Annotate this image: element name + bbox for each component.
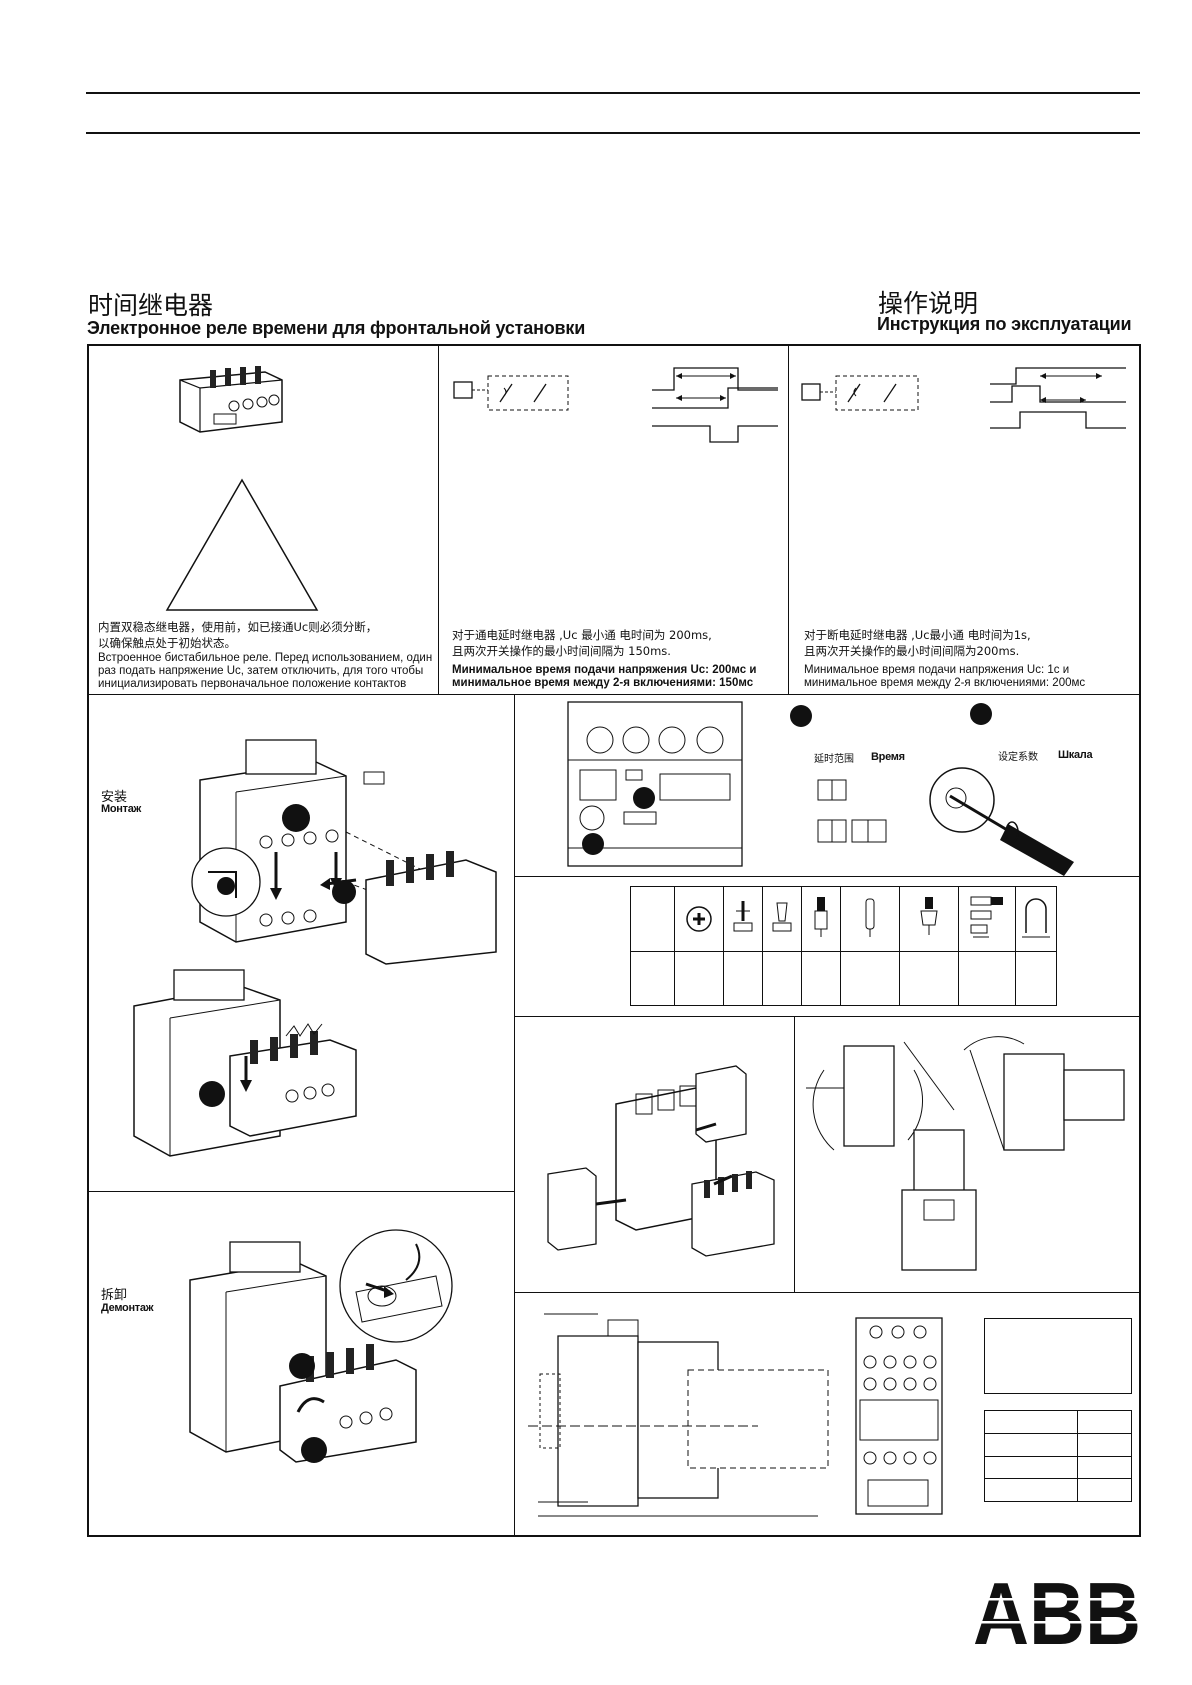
divider xyxy=(794,1016,795,1292)
warning-triangle xyxy=(165,478,319,611)
scale-label-cn: 设定系数 xyxy=(998,752,1038,763)
on-delay-timing-diagram xyxy=(652,367,778,443)
abb-logo: ABB xyxy=(972,1564,1142,1663)
time-range-label-cn: 延时范围 xyxy=(814,754,854,765)
bistable-note-cn-2: 以确保触点处于初始状态。 xyxy=(98,636,236,650)
table-cell xyxy=(984,1432,1078,1457)
table-cell xyxy=(1077,1410,1132,1434)
table-cell xyxy=(899,950,959,1007)
manual-title-ru: Инструкция по эксплуатации xyxy=(877,314,1132,334)
table-cell xyxy=(840,886,900,952)
divider xyxy=(514,694,515,1537)
table-cell xyxy=(840,950,900,1007)
multi-wire-icon xyxy=(970,896,1003,938)
time-range-label-ru: Время xyxy=(871,751,905,763)
header-rule-top xyxy=(86,92,1140,94)
install-label-cn: 安装 xyxy=(101,790,128,805)
ferrule-icon xyxy=(814,896,828,937)
wire-end-icon xyxy=(865,898,875,937)
off-delay-note-ru-1: Минимальное время подачи напряжения Uc: … xyxy=(804,664,1070,676)
table-cell xyxy=(674,886,724,952)
table-cell xyxy=(958,886,1016,952)
dimension-table xyxy=(984,1410,1132,1502)
divider xyxy=(514,1016,1141,1017)
header-rule-bottom xyxy=(86,132,1140,134)
off-delay-note-cn-2: 且两次开关操作的最小时间间隔为200ms. xyxy=(804,644,1020,658)
table-cell xyxy=(674,950,724,1007)
table-cell xyxy=(984,1478,1078,1502)
install-contactor-illustration xyxy=(191,739,497,965)
on-delay-note-ru-2: минимальное время между 2-я включениями:… xyxy=(452,677,754,689)
scale-label-ru: Шкала xyxy=(1058,749,1093,761)
title-cn: 时间继电器 xyxy=(88,291,214,320)
divider xyxy=(87,1191,514,1192)
accessory-assembly-illustration xyxy=(547,1065,775,1257)
insulated-ferrule-icon xyxy=(920,896,938,935)
mounting-positions-illustration xyxy=(806,1036,1125,1271)
on-delay-symbol xyxy=(453,375,569,411)
dimension-drawing-side xyxy=(528,1313,829,1517)
divider xyxy=(514,1292,1141,1293)
relay-module-illustration xyxy=(179,366,283,433)
removal-label-cn: 拆卸 xyxy=(101,1288,128,1303)
table-cell xyxy=(630,950,675,1007)
off-delay-symbol xyxy=(801,375,919,411)
marker-a xyxy=(790,705,812,727)
table-cell xyxy=(984,1455,1078,1480)
table-cell xyxy=(801,950,841,1007)
tools-wiring-table xyxy=(630,886,1057,1007)
table-cell xyxy=(1015,950,1057,1007)
table-cell xyxy=(1015,886,1057,952)
bistable-note-cn-1: 内置双稳态继电器，使用前，如已接通Uc则必须分断， xyxy=(98,620,378,634)
divider xyxy=(87,694,1141,695)
on-delay-note-cn-1: 对于通电延时继电器 ,Uc 最小通 电时间为 200ms, xyxy=(452,628,712,642)
divider xyxy=(514,876,1141,877)
fork-terminal-icon xyxy=(1022,898,1050,938)
bistable-note-ru-1: Встроенное бистабильное реле. Перед испо… xyxy=(98,652,433,664)
flat-screwdriver-icon xyxy=(733,900,753,932)
bistable-note-ru-3: инициализировать первоначальное положени… xyxy=(98,678,407,690)
table-cell xyxy=(1077,1432,1132,1457)
divider xyxy=(438,344,439,694)
table-cell xyxy=(723,950,763,1007)
pozidriv-icon xyxy=(686,906,712,932)
table-cell xyxy=(762,886,802,952)
dimension-drawing-front xyxy=(855,1317,943,1515)
table-cell xyxy=(1077,1478,1132,1502)
table-cell xyxy=(630,886,675,952)
table-cell xyxy=(899,886,959,952)
removal-label-ru: Демонтаж xyxy=(101,1302,154,1314)
marker-b xyxy=(970,703,992,725)
range-switch-icon xyxy=(817,779,887,843)
bistable-note-ru-2: раз подать напряжение Uc, затем отключит… xyxy=(98,665,424,677)
divider xyxy=(788,344,789,694)
removal-illustration xyxy=(189,1229,453,1463)
table-cell xyxy=(958,950,1016,1007)
table-cell xyxy=(723,886,763,952)
abb-logo-text: ABB xyxy=(973,1564,1141,1663)
cross-screwdriver-icon xyxy=(772,902,792,932)
off-delay-timing-diagram xyxy=(990,367,1126,429)
screwdriver-dial-icon xyxy=(929,767,1074,876)
table-cell xyxy=(762,950,802,1007)
on-delay-note-cn-2: 且两次开关操作的最小时间间隔为 150ms. xyxy=(452,644,671,658)
on-delay-note-ru-1: Минимальное время подачи напряжения Uc: … xyxy=(452,664,757,676)
dimension-legend-box xyxy=(984,1318,1132,1394)
table-cell xyxy=(1077,1455,1132,1480)
off-delay-note-ru-2: минимальное время между 2-я включениями:… xyxy=(804,677,1086,689)
manual-title-cn: 操作说明 xyxy=(878,289,979,318)
install-snap-illustration xyxy=(133,969,357,1157)
table-cell xyxy=(984,1410,1078,1434)
content-frame xyxy=(87,344,1141,1537)
install-label-ru: Монтаж xyxy=(101,803,142,815)
front-face-illustration xyxy=(567,701,743,867)
off-delay-note-cn-1: 对于断电延时继电器 ,Uc最小通 电时间为1s, xyxy=(804,628,1031,642)
title-ru: Электронное реле времени для фронтальной… xyxy=(87,318,586,338)
table-cell xyxy=(801,886,841,952)
